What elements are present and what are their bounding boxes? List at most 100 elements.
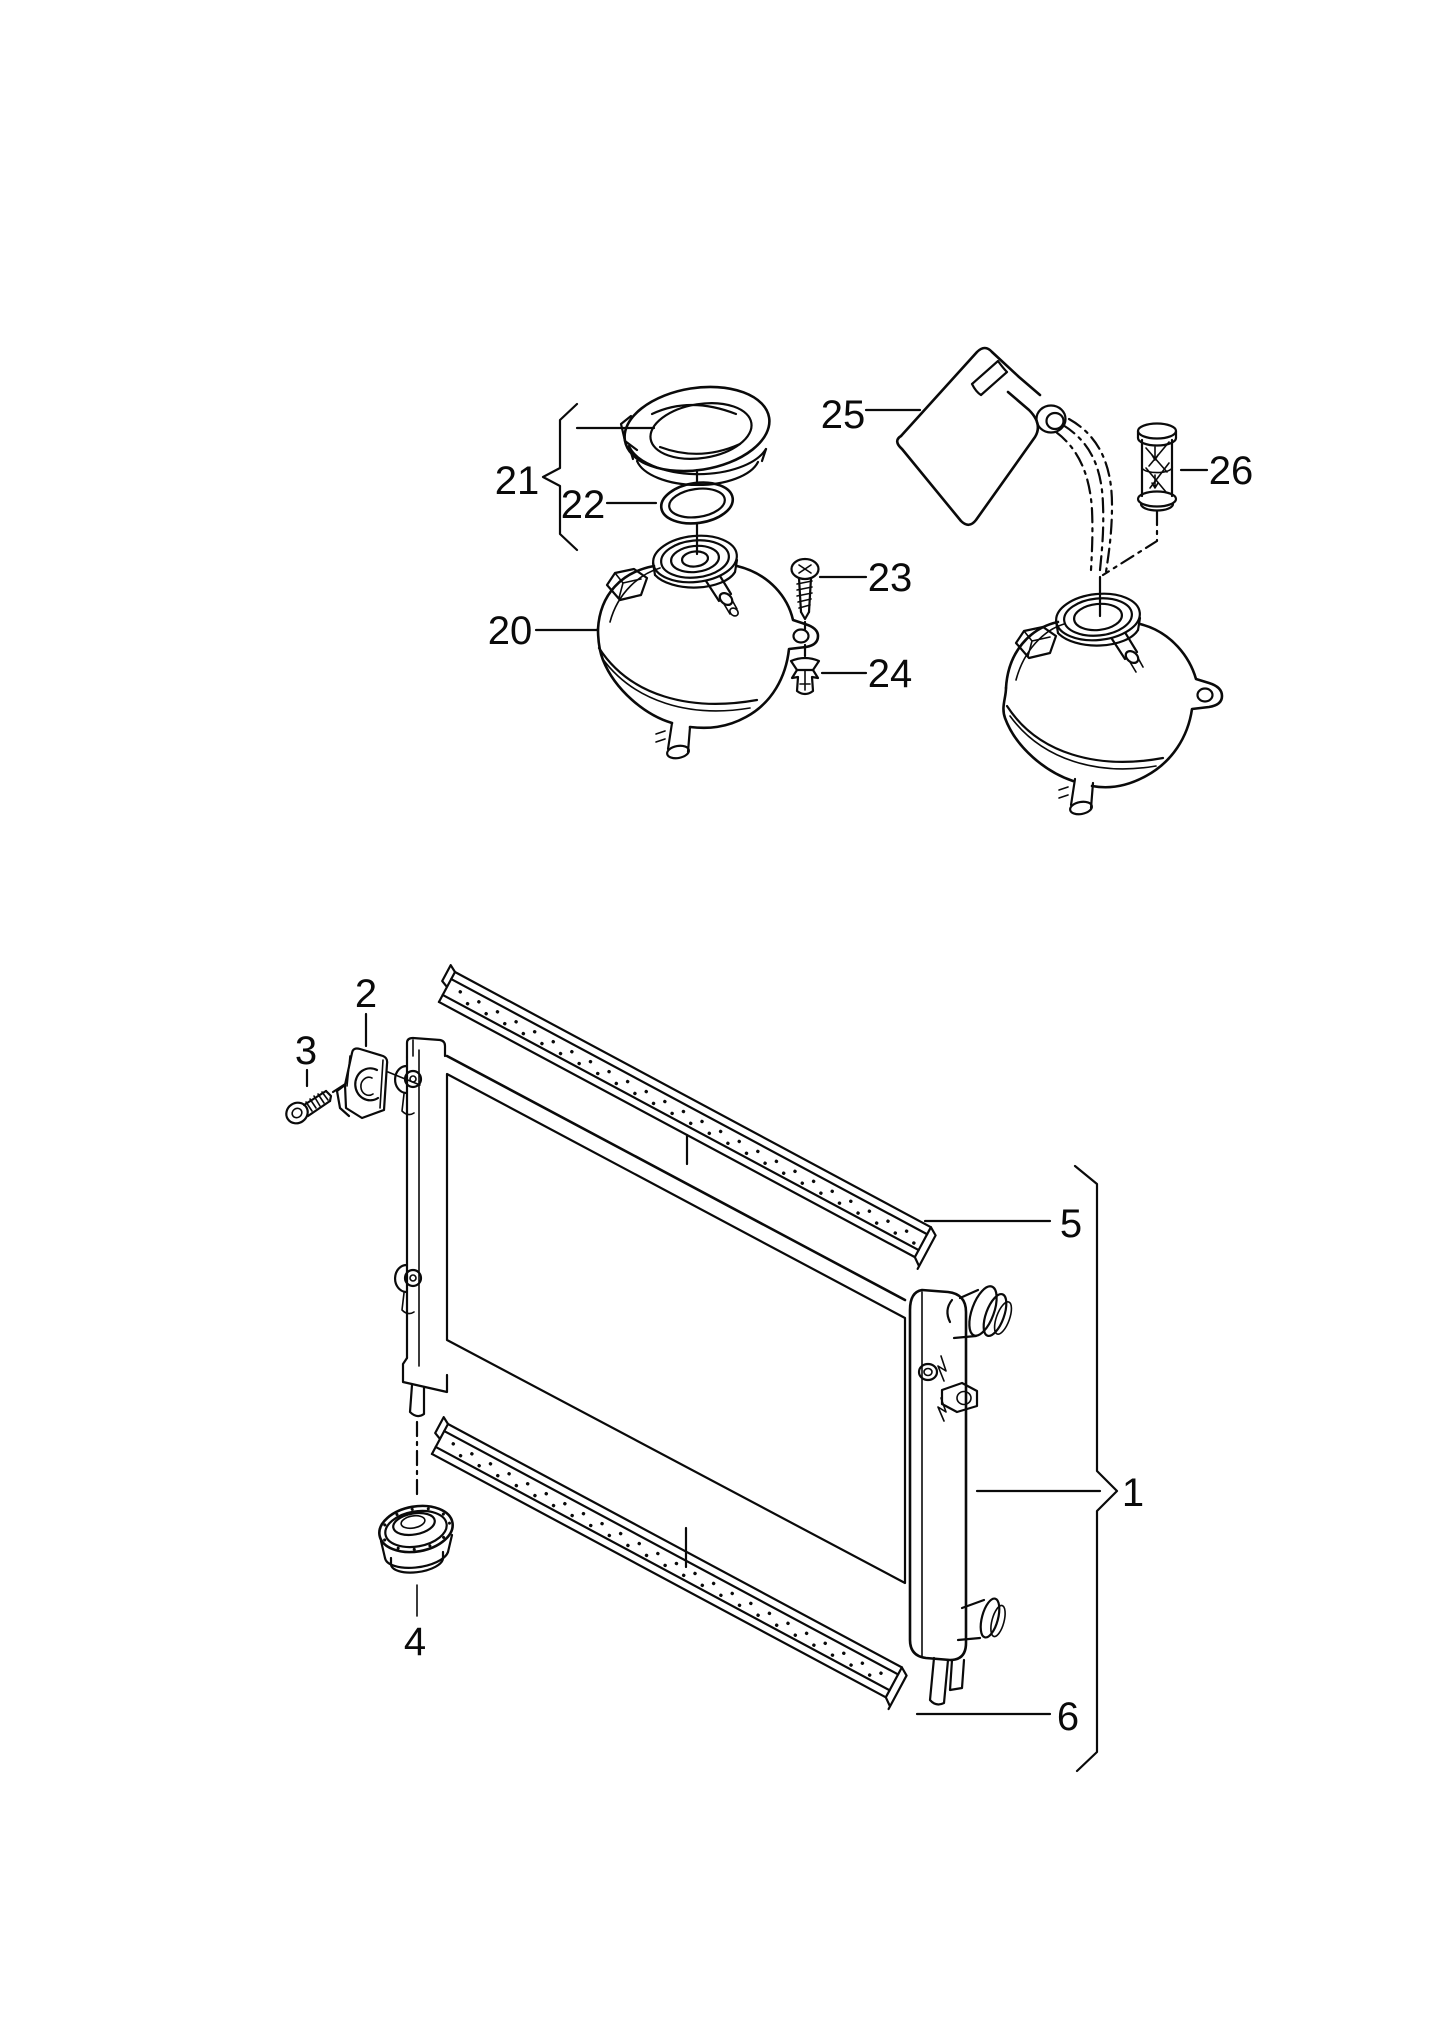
spreader-clip-24: 24: [789, 652, 913, 696]
callout-24: 24: [868, 652, 913, 696]
strip6-line-1: [446, 1422, 903, 1669]
grommet-flange-inner: [384, 1509, 448, 1549]
tank2-outlet-end: [1069, 800, 1093, 816]
expansion-tank-20: 20: [488, 534, 820, 760]
tank-outline-left-shoulder: [596, 564, 656, 631]
seal-ring-outer: [659, 481, 735, 525]
callout-26: 26: [1209, 449, 1254, 493]
bottom-fitting-ring: [979, 1597, 1001, 1639]
strip6-line-4: [430, 1452, 887, 1699]
tank-cap: [619, 385, 771, 487]
strainer-top-rim-2: [1136, 436, 1178, 447]
seal-ring-inner: [668, 487, 726, 519]
callout-3: 3: [295, 1029, 317, 1073]
tank2-seam-1: [1005, 704, 1165, 763]
neck-ring-4: [680, 550, 710, 568]
strip5-left-end: [437, 964, 457, 1004]
canister-spout-opening: [1045, 411, 1065, 431]
sealing-strip-top-5: [437, 964, 937, 1270]
tank2-dome-line: [1015, 623, 1065, 681]
strip5-dots-row-1: [458, 990, 917, 1238]
tank-nipple-sides: [704, 574, 733, 603]
left-tank-lug-2-hole-inner: [409, 1274, 417, 1282]
grommet-skirt-sides: [379, 1533, 454, 1560]
tank-dome-line: [609, 567, 661, 623]
sealing-strip-bottom-6: [430, 1416, 908, 1711]
brace-21: [541, 402, 579, 552]
lower-square-fitting: [940, 1381, 979, 1414]
screw-23-tip: [799, 610, 811, 621]
bolt-boss-hole: [923, 1367, 933, 1377]
bottom-clevis-left: [928, 1656, 950, 1706]
bottom-fitting-sides: [956, 1598, 986, 1642]
tank-hex-connector: [605, 567, 649, 602]
stream-line-3: [1067, 417, 1114, 574]
top-fitting-sides: [952, 1288, 980, 1340]
tank2-neck-ring-3: [1072, 602, 1124, 632]
cap-skirt-edge-right: [760, 447, 768, 463]
screw-3-axis-dash: [331, 1081, 349, 1094]
left-tank-lug-2: [393, 1263, 409, 1294]
canister-body: [895, 390, 1040, 527]
screw-3: 3: [285, 1029, 349, 1125]
callout-22: 22: [561, 483, 606, 527]
tank2-right-outline: [1090, 622, 1224, 789]
mount-bracket-2: 2: [335, 972, 421, 1120]
callout-6: 6: [1057, 1695, 1079, 1739]
tank-hex-facets: [614, 572, 642, 599]
tank2-nipple-end: [1124, 649, 1140, 665]
clip-24-body: [790, 668, 820, 696]
stream-line-2: [1061, 423, 1105, 572]
strainer-bottom-rim: [1136, 490, 1178, 508]
tank-outline-right: [688, 564, 820, 730]
tank-seam-2: [601, 657, 751, 712]
tank2-nipple-sides: [1110, 632, 1139, 661]
clip-24-slot: [799, 669, 811, 691]
neck-ring-3: [669, 544, 721, 574]
strip5-line-1: [453, 970, 933, 1229]
clip-24-top: [789, 656, 821, 672]
tank2-outlet-break-marks: [1058, 786, 1069, 799]
screw-23-head: [790, 557, 820, 581]
tank2-neck-ring-2: [1063, 597, 1133, 637]
bracket-2-c-cutout: [354, 1067, 380, 1102]
tank-nipple-tip-end: [729, 607, 739, 617]
left-tank-lug-1-hole: [403, 1069, 423, 1089]
callout-5-group: 5: [923, 1202, 1082, 1246]
strip6-right-end: [884, 1666, 908, 1711]
tank-seam-1: [597, 646, 759, 705]
screw-23-threads: [796, 580, 813, 609]
grommet-flange-outer: [378, 1504, 454, 1554]
left-tank-lug-1: [393, 1064, 409, 1095]
tank2-nipple-tip: [1129, 657, 1144, 673]
tank-nipple-tip: [723, 599, 738, 615]
bracket-2-c-inner: [360, 1076, 374, 1097]
strainer-mid-band: [1141, 465, 1174, 474]
coolant-stream: [1054, 417, 1114, 618]
tank-outlet-break-marks: [655, 730, 666, 743]
seal-ring-group: 22: [561, 481, 735, 527]
callout-21: 21: [495, 459, 540, 503]
radiator-right-tank: [908, 1285, 1013, 1706]
tank-tab-hole: [792, 628, 810, 644]
tank2-neck-skirt-arc: [1056, 628, 1140, 647]
callout-21-group: 21: [495, 402, 656, 552]
tank-outline-bottom-left: [596, 627, 674, 725]
tank2-tab-hole: [1196, 687, 1214, 703]
left-tank-lug-2-hole: [403, 1268, 423, 1288]
screw-3-head-recess: [291, 1107, 303, 1119]
callout-20: 20: [488, 609, 533, 653]
canister-spout-outer: [1035, 404, 1067, 434]
strainer-flow-arrows: [1151, 446, 1159, 489]
strip5-dots-row-2: [465, 1001, 917, 1246]
radiator-left-tank: [393, 1036, 449, 1496]
tank-nipple-end: [718, 591, 734, 607]
strip5-line-2: [450, 977, 929, 1236]
strainer-tube-sides: [1136, 429, 1178, 498]
left-tank-lug-1-hole-inner: [409, 1075, 417, 1083]
cap-skirt-2: [635, 459, 760, 487]
callout-23: 23: [868, 556, 913, 600]
strip6-dots-row-1: [451, 1442, 888, 1678]
tank2-bottom-left: [1002, 686, 1075, 783]
